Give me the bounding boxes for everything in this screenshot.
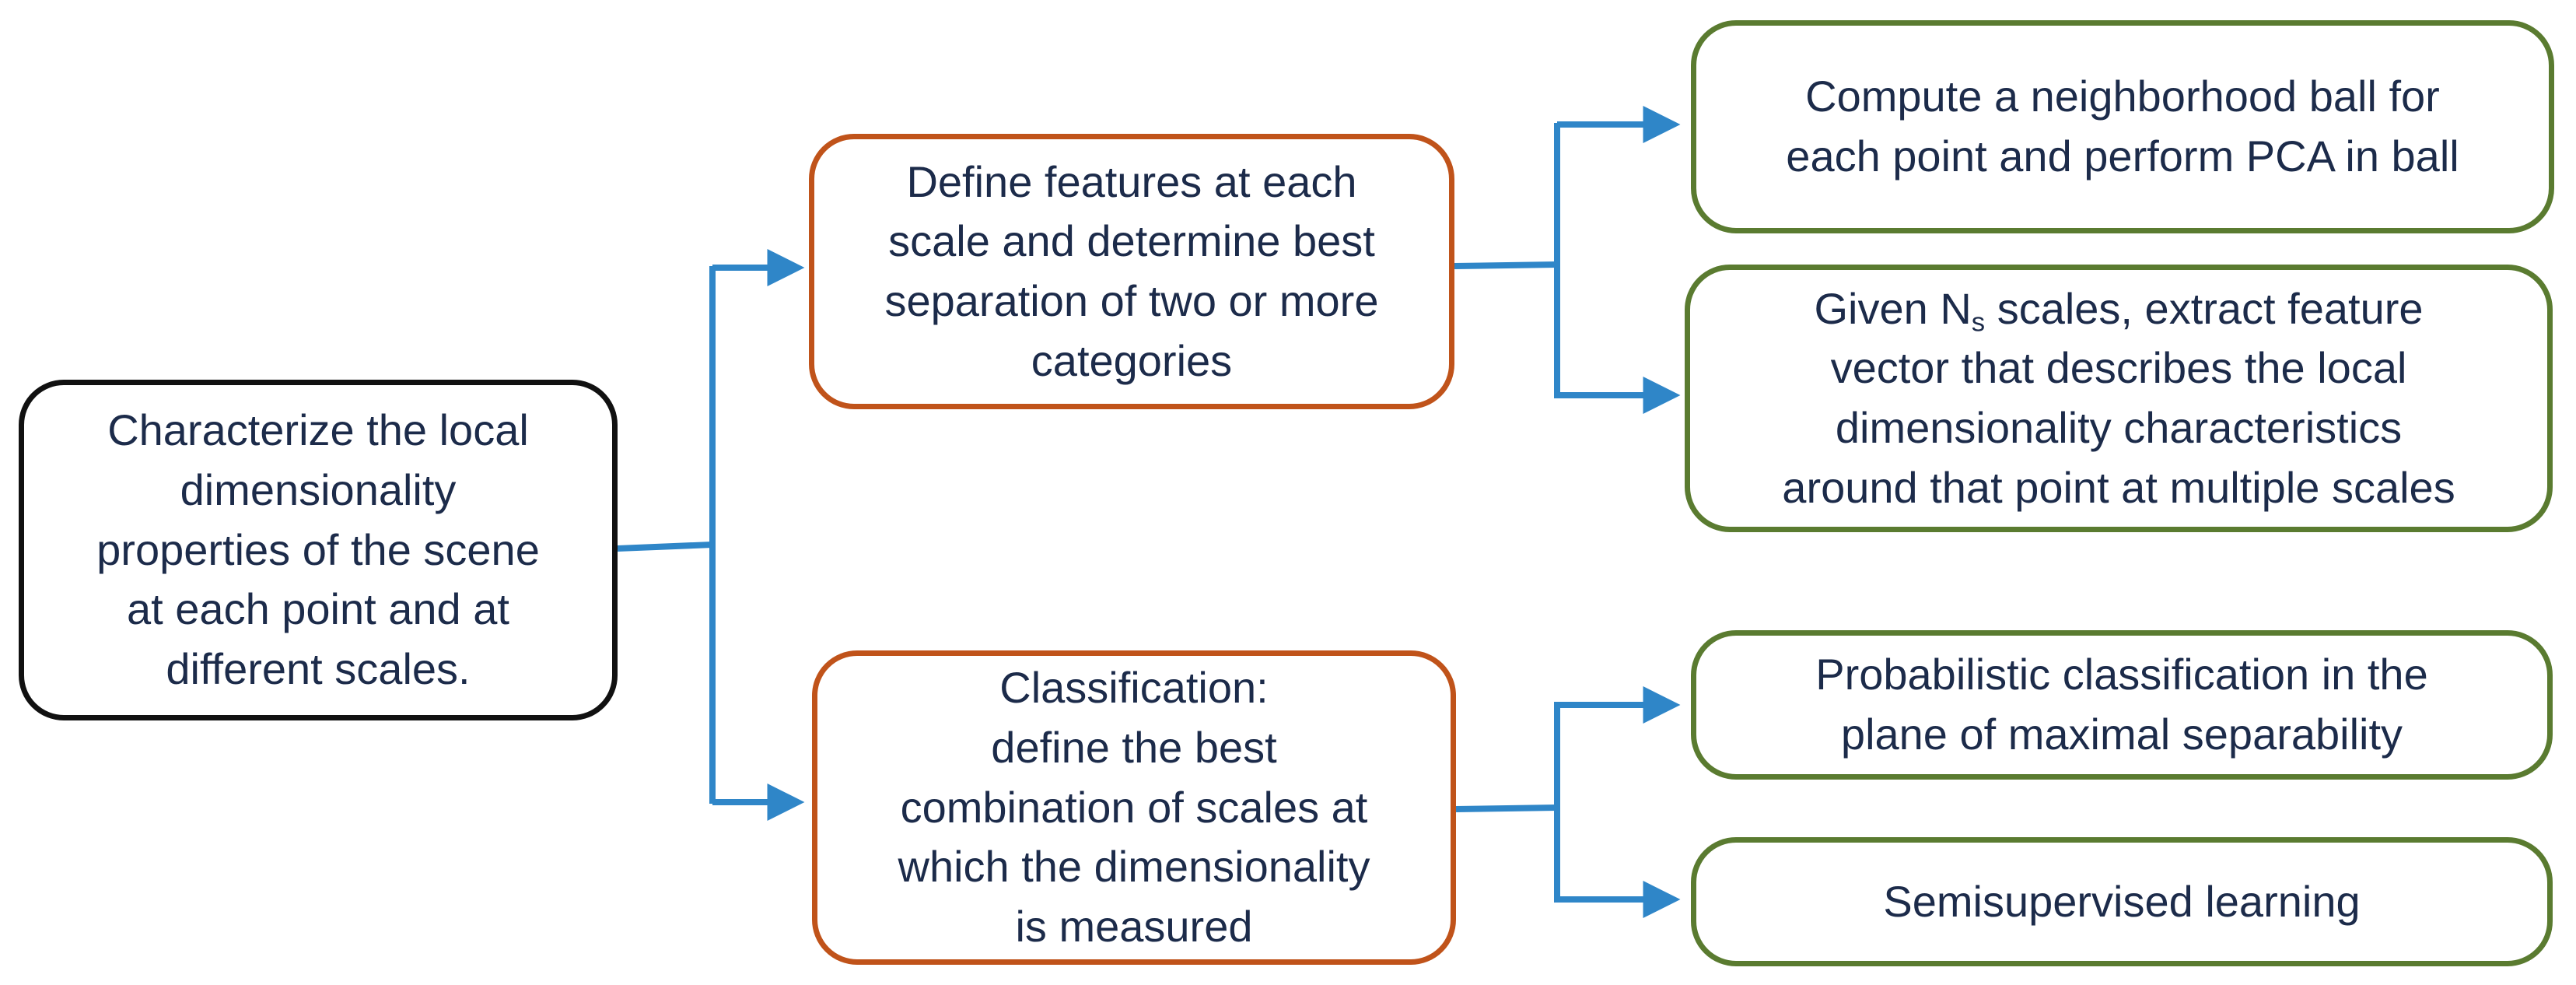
probabilistic-node: Probabilistic classification in the plan…	[1691, 630, 2553, 780]
connector-features-trunk	[1454, 261, 1558, 269]
feature-vector-prefix: Given N	[1814, 283, 1972, 333]
classification-node: Classification: define the best combinat…	[812, 650, 1456, 965]
feature-vector-node-text: Given Ns scales, extract feature vector …	[1782, 279, 2455, 518]
feature-vector-node: Given Ns scales, extract feature vector …	[1685, 265, 2553, 532]
features-node: Define features at each scale and determ…	[809, 134, 1454, 409]
pca-node-text: Compute a neighborhood ball for each poi…	[1786, 72, 2459, 181]
semisupervised-node: Semisupervised learning	[1691, 837, 2553, 966]
classification-node-text: Classification: define the best combinat…	[898, 663, 1370, 952]
feature-vector-suffix: scales, extract feature vector that desc…	[1782, 283, 2455, 512]
connector-classification-trunk	[1455, 804, 1558, 812]
semisupervised-node-text: Semisupervised learning	[1883, 876, 2361, 926]
feature-vector-subscript: s	[1971, 307, 1986, 338]
root-node-text: Characterize the local dimensionality pr…	[96, 405, 540, 694]
root-node: Characterize the local dimensionality pr…	[19, 380, 618, 720]
probabilistic-node-text: Probabilistic classification in the plan…	[1815, 650, 2428, 759]
features-node-text: Define features at each scale and determ…	[884, 156, 1379, 385]
pca-node: Compute a neighborhood ball for each poi…	[1691, 20, 2554, 233]
connector-root-trunk	[617, 542, 713, 552]
